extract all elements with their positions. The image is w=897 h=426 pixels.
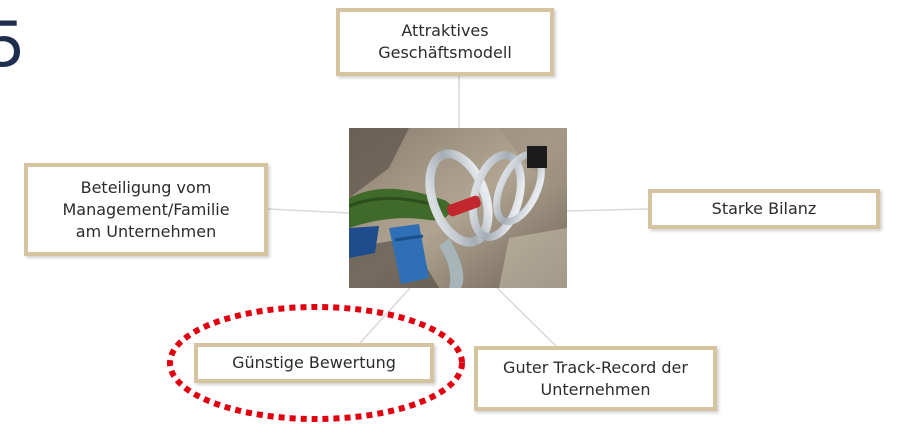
connector-right [566,208,649,212]
factor-management-participation: Beteiligung vom Management/Familie am Un… [24,163,268,256]
slide-number: 5 [0,8,26,81]
factor-favorable-valuation: Günstige Bewertung [194,343,434,383]
connector-bottom-left [359,287,411,344]
factor-good-track-record: Guter Track-Record der Unternehmen [474,346,717,411]
connector-bottom-right [496,287,557,347]
connector-left [267,208,350,214]
carabiner-photo [349,128,567,288]
factor-strong-balance-sheet: Starke Bilanz [648,189,880,229]
factor-attractive-business-model: Attraktives Geschäftsmodell [336,8,554,76]
